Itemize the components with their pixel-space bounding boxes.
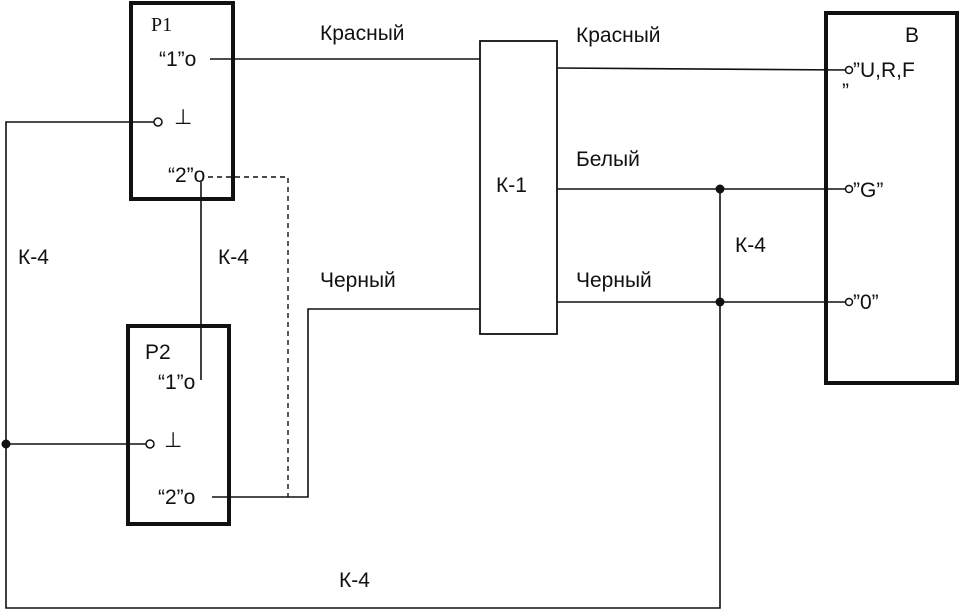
block-b: B ”U,R,F ” ”G” ”0” [824,11,959,385]
p2-ground-terminal [145,439,155,449]
block-b-title: B [905,24,919,47]
cable-label-middle: К-4 [218,246,249,269]
terminals [145,117,163,449]
cable-labels: К-4 К-4 К-4 К-4 [18,234,766,592]
block-b-terminal-0 [844,297,854,307]
wire-dashed-jumper [208,176,289,497]
wire-labels: Красный Красный Белый Черный Черный [320,22,661,292]
block-b-pin-urf-label: ”U,R,F [853,59,915,82]
wire-shield-loop [5,121,721,609]
junctions [1,184,725,449]
wires [5,58,847,609]
block-b-terminal-g [844,184,854,194]
block-p2-frame [126,324,231,526]
block-b-terminal-urf [844,65,854,75]
block-p1: P1 “1”o ⊥ “2”o [129,1,235,201]
wire-black-left [212,308,480,498]
block-k1: К-1 [479,40,558,335]
cable-label-bottom: К-4 [339,569,370,592]
block-p1-pin1-label: “1”o [159,48,196,71]
block-k1-title: К-1 [496,174,527,197]
block-p2-pin1-label: “1”o [158,371,195,394]
label-black-left: Черный [320,269,396,292]
block-b-pin-urf-tail: ” [842,80,849,103]
label-red-left: Красный [320,22,405,45]
block-p1-title: P1 [151,14,172,36]
p1-ground-terminal [153,117,163,127]
block-k1-frame [479,40,558,335]
wire-red-right [556,67,847,71]
block-p2: P2 “1”o ⊥ “2”o [126,324,231,526]
block-p1-frame [129,1,235,201]
block-b-frame [824,11,959,385]
label-black-right: Черный [576,269,652,292]
block-b-pin-g-label: ”G” [853,179,883,202]
cable-label-right: К-4 [735,234,766,257]
block-p1-ground-symbol: ⊥ [174,106,192,129]
block-p2-ground-symbol: ⊥ [164,429,182,452]
block-p2-pin2-label: “2”o [158,486,195,509]
label-white: Белый [576,148,640,171]
junction-left [1,439,11,449]
label-red-right: Красный [576,24,661,47]
block-p1-pin2-label: “2”o [168,164,205,187]
cable-label-left: К-4 [18,246,49,269]
junction-0 [715,297,725,307]
block-b-pin-0-label: ”0” [853,291,879,314]
junction-g [715,184,725,194]
block-p2-title: P2 [145,341,171,364]
